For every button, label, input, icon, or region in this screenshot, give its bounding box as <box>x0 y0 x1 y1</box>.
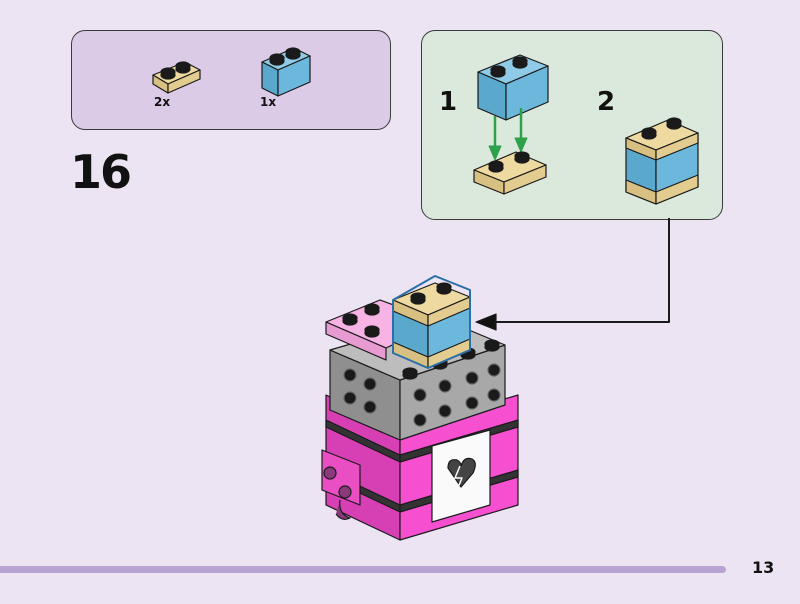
combined-brick-icon <box>625 117 699 205</box>
blue-brick-icon <box>477 54 549 121</box>
part-quantity: 1x <box>260 95 277 109</box>
parts-list-panel: 2x 1x <box>71 30 391 130</box>
brickheadz-model <box>321 275 519 541</box>
page-number: 13 <box>752 558 775 577</box>
tan-plate-icon <box>473 151 547 195</box>
blue-brick-part-icon <box>261 47 311 97</box>
substep-number: 2 <box>597 87 616 117</box>
part-quantity: 2x <box>154 95 171 109</box>
substep-number: 1 <box>439 87 458 117</box>
page-progress-bar <box>0 566 726 573</box>
step-number: 16 <box>70 145 132 199</box>
callout-arrow <box>475 218 670 331</box>
green-arrow-icon <box>488 108 528 161</box>
new-brick-highlight <box>392 275 471 369</box>
tan-plate-part-icon <box>152 61 201 94</box>
